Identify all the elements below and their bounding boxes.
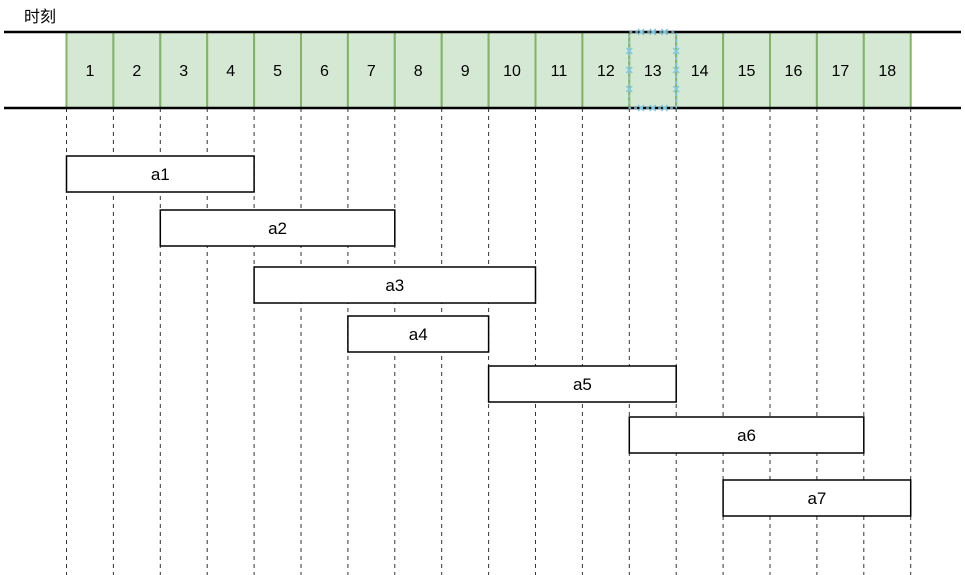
interval-bar — [628, 416, 865, 454]
interval-label: a3 — [385, 276, 404, 295]
time-slot-label: 5 — [273, 63, 282, 80]
interval-bar — [722, 479, 912, 517]
time-slot-label: 1 — [85, 63, 94, 80]
interval-label: a2 — [268, 219, 287, 238]
selection-handle — [625, 47, 633, 55]
page-title-wrap: 时刻 — [24, 3, 56, 27]
time-slot-label: 11 — [551, 63, 568, 80]
time-slot-label: 6 — [320, 63, 329, 80]
time-slot-label: 14 — [691, 63, 709, 80]
time-slot-label: 15 — [738, 63, 756, 80]
time-slot-cell — [815, 31, 865, 109]
selection-handle — [649, 28, 657, 36]
time-slot-cell — [393, 31, 443, 109]
selection-handle — [672, 85, 680, 93]
time-slot-label: 9 — [461, 63, 470, 80]
time-slot-label: 8 — [414, 63, 423, 80]
interval-bar — [347, 315, 490, 353]
interval-label: a1 — [151, 165, 170, 184]
interval-bar — [65, 155, 255, 193]
time-slot-cell — [65, 31, 115, 109]
selection-handle — [660, 28, 669, 36]
page-title: 时刻 — [24, 7, 57, 26]
interval-label: a7 — [807, 489, 826, 508]
time-slot-label: 13 — [644, 63, 662, 80]
selection-handle — [625, 85, 633, 93]
selection-handle — [649, 104, 657, 112]
time-slot-label: 12 — [597, 63, 615, 80]
interval-label: a6 — [737, 426, 756, 445]
interval-bar — [487, 365, 677, 403]
interval-label: a4 — [409, 325, 428, 344]
time-slot-label: 18 — [878, 63, 896, 80]
interval-bars: a1 a2 a3 a4 a5 a6 a7 — [65, 155, 912, 517]
time-slot-label: 4 — [226, 63, 235, 80]
time-slot-label: 3 — [179, 63, 188, 80]
interval-bar — [253, 266, 537, 304]
interval-bar — [159, 209, 396, 247]
selection-handle — [625, 66, 633, 74]
selection-handle — [672, 66, 680, 74]
time-slot-label: 17 — [831, 63, 849, 80]
selection-handle — [672, 47, 680, 55]
selection-handle — [637, 28, 645, 36]
time-slot-label: 2 — [132, 63, 141, 80]
selection-handle — [660, 104, 669, 112]
timeline-rails — [4, 30, 961, 110]
selection-handle — [637, 104, 645, 112]
time-slot-label: 16 — [785, 63, 803, 80]
slot-selection-marker — [625, 28, 680, 112]
interval-label: a5 — [573, 375, 592, 394]
time-slot-cell — [862, 31, 912, 109]
time-slot-label: 7 — [367, 63, 376, 80]
time-slot-label: 10 — [503, 63, 521, 80]
